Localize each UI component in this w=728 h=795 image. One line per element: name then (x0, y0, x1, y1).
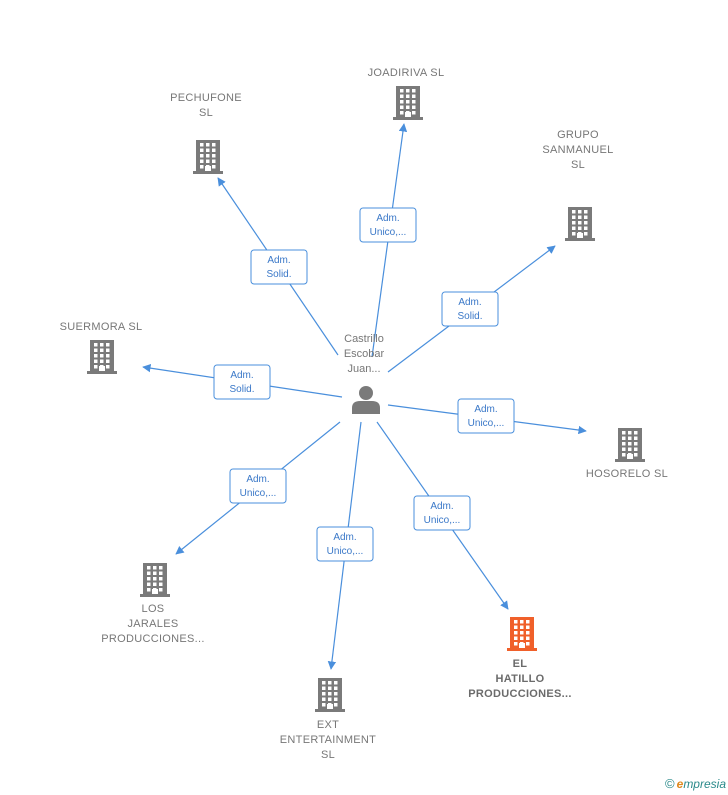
building-icon[interactable] (87, 340, 117, 374)
edge-role-text: Solid. (229, 384, 254, 395)
company-label: SUERMORA SL (60, 321, 143, 333)
copyright-icon: © (665, 776, 675, 791)
building-icon[interactable] (507, 617, 537, 651)
company-label: ENTERTAINMENT (280, 734, 376, 746)
company-node-pechufone[interactable]: PECHUFONE SL (170, 92, 242, 174)
person-label: Escobar (344, 348, 385, 360)
company-node-hosorelo[interactable]: HOSORELO SL (586, 428, 668, 480)
company-node-suermora[interactable]: SUERMORA SL (60, 321, 143, 374)
company-label: EL (513, 658, 528, 670)
company-node-ext-entertainment[interactable]: EXT ENTERTAINMENT SL (280, 678, 376, 761)
edge-role-text: Adm. (376, 213, 399, 224)
company-label: PRODUCCIONES... (468, 688, 572, 700)
person-icon (352, 386, 380, 414)
company-label: JOADIRIVA SL (368, 67, 445, 79)
edge-role-text: Adm. (430, 501, 453, 512)
edge-role-box[interactable] (316, 526, 374, 562)
company-node-joadiriva[interactable]: JOADIRIVA SL (368, 67, 445, 120)
edge-role-box[interactable] (213, 364, 271, 400)
brand-initial: e (676, 777, 684, 791)
company-node-grupo-sanmanuel[interactable]: GRUPO SANMANUEL SL (542, 129, 613, 241)
edge-role-box[interactable] (229, 468, 287, 504)
edge-role-box[interactable] (413, 495, 471, 531)
company-label: PECHUFONE (170, 92, 242, 104)
edge-role-text: Adm. (246, 474, 269, 485)
edge-suermora: Adm. Solid. (142, 363, 343, 400)
edge-role-text: Adm. (474, 404, 497, 415)
company-node-los-jarales[interactable]: LOS JARALES PRODUCCIONES... (101, 563, 205, 645)
edge-pechufone: Adm. Solid. (217, 177, 339, 356)
brand-name: mpresia (683, 777, 726, 791)
company-node-el-hatillo[interactable]: EL HATILLO PRODUCCIONES... (468, 617, 572, 700)
edge-role-text: Solid. (457, 311, 482, 322)
company-label: HATILLO (496, 673, 545, 685)
building-icon[interactable] (193, 140, 223, 174)
company-label: LOS (142, 603, 165, 615)
building-icon[interactable] (565, 207, 595, 241)
building-icon[interactable] (615, 428, 645, 462)
edge-joadiriva: Adm. Unico,... (359, 123, 417, 358)
edge-role-text: Unico,... (370, 227, 407, 238)
edge-role-box[interactable] (441, 291, 499, 327)
edge-role-text: Unico,... (468, 418, 505, 429)
edge-role-text: Unico,... (240, 488, 277, 499)
edge-ext-entertainment: Adm. Unico,... (316, 421, 374, 670)
building-icon[interactable] (393, 86, 423, 120)
building-icon[interactable] (140, 563, 170, 597)
edge-role-text: Unico,... (327, 546, 364, 557)
edge-role-text: Solid. (266, 269, 291, 280)
edge-hosorelo: Adm. Unico,... (387, 398, 587, 435)
company-label: EXT (317, 719, 339, 731)
edge-grupo-sanmanuel: Adm. Solid. (387, 245, 556, 373)
person-label: Castrillo (344, 333, 384, 345)
empresia-brand: ©empresia (665, 776, 726, 791)
edge-role-box[interactable] (457, 398, 515, 434)
company-label: SL (199, 107, 213, 119)
edge-role-text: Adm. (267, 255, 290, 266)
company-label: GRUPO (557, 129, 599, 141)
company-label: SANMANUEL (542, 144, 613, 156)
edge-role-text: Adm. (230, 370, 253, 381)
company-label: SL (571, 159, 585, 171)
edge-role-text: Adm. (333, 532, 356, 543)
edge-el-hatillo: Adm. Unico,... (376, 421, 509, 610)
company-label: HOSORELO SL (586, 468, 668, 480)
company-label: PRODUCCIONES... (101, 633, 205, 645)
company-label: SL (321, 749, 335, 761)
building-icon[interactable] (315, 678, 345, 712)
edge-los-jarales: Adm. Unico,... (175, 421, 341, 555)
edge-role-text: Adm. (458, 297, 481, 308)
edge-role-text: Unico,... (424, 515, 461, 526)
person-node-center[interactable]: CastrilloEscobarJuan... (344, 333, 385, 414)
edge-role-box[interactable] (250, 249, 308, 285)
edge-role-box[interactable] (359, 207, 417, 243)
person-label: Juan... (347, 363, 380, 375)
company-label: JARALES (127, 618, 178, 630)
